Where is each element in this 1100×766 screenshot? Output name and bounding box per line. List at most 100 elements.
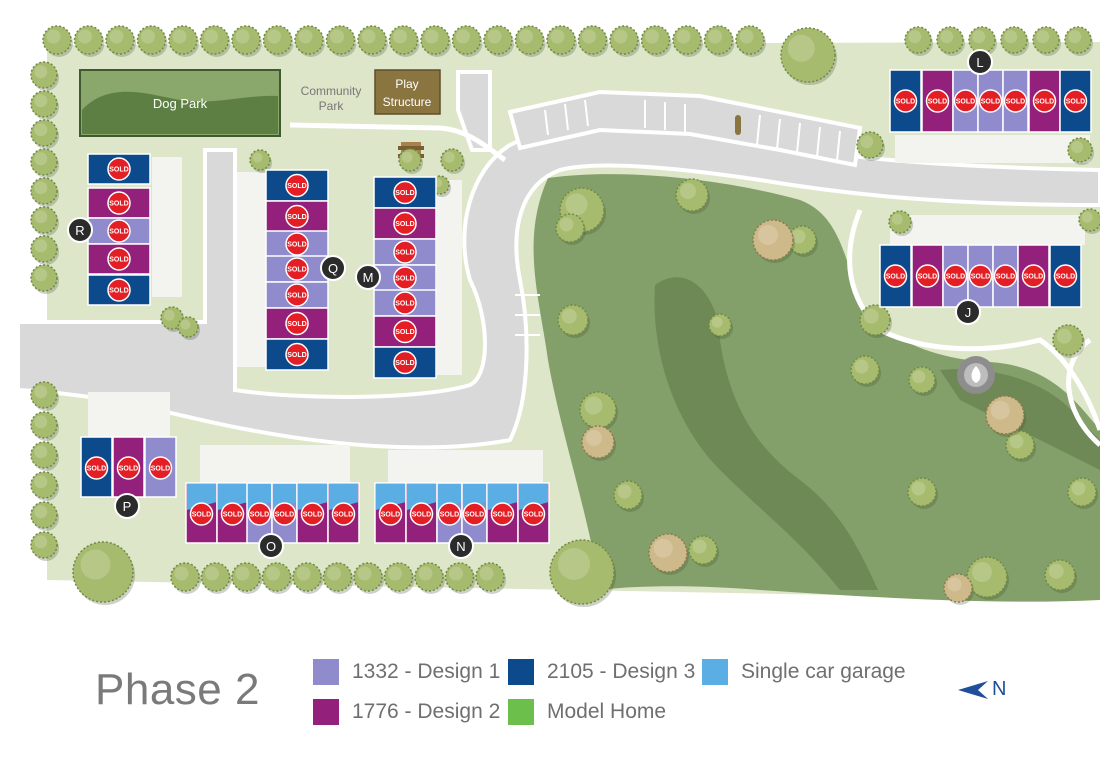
legend-label-design2: 1776 - Design 2 xyxy=(352,700,501,723)
tree-icon xyxy=(735,25,766,57)
home-unit[interactable]: SOLD xyxy=(967,244,994,308)
tree-icon xyxy=(581,425,616,461)
sold-badge: SOLD xyxy=(437,502,462,526)
home-unit[interactable]: SOLD xyxy=(486,482,519,544)
home-unit[interactable]: SOLD xyxy=(1049,244,1082,308)
sold-badge: SOLD xyxy=(107,247,131,271)
home-unit[interactable]: SOLD xyxy=(461,482,488,544)
home-unit[interactable]: SOLD xyxy=(436,482,463,544)
home-unit[interactable]: SOLD xyxy=(373,238,437,266)
sold-label: SOLD xyxy=(395,301,414,308)
sold-label: SOLD xyxy=(287,352,306,359)
sold-badge: SOLD xyxy=(285,311,309,336)
legend-swatch-design2 xyxy=(313,699,339,725)
home-unit[interactable]: SOLD xyxy=(373,207,437,240)
play-structure-label-2: Structure xyxy=(383,95,432,109)
home-unit[interactable]: SOLD xyxy=(265,338,329,371)
home-unit[interactable]: SOLD xyxy=(1017,244,1050,308)
lot-marker-n: N xyxy=(448,533,474,559)
parking-stalls xyxy=(515,99,841,336)
tree-icon xyxy=(708,313,733,339)
sold-label: SOLD xyxy=(465,512,484,519)
home-unit[interactable]: SOLD xyxy=(87,274,151,306)
home-unit[interactable]: SOLD xyxy=(921,69,954,133)
home-unit[interactable]: SOLD xyxy=(517,482,550,544)
legend-item-design1: 1332 - Design 1 xyxy=(313,659,500,685)
home-unit[interactable]: SOLD xyxy=(879,244,912,308)
home-unit[interactable]: SOLD xyxy=(373,264,437,292)
home-unit[interactable]: SOLD xyxy=(87,243,151,275)
home-unit[interactable]: SOLD xyxy=(977,69,1004,133)
home-unit[interactable]: SOLD xyxy=(942,244,969,308)
home-unit[interactable]: SOLD xyxy=(373,289,437,317)
home-unit[interactable]: SOLD xyxy=(1002,69,1029,133)
home-unit[interactable]: SOLD xyxy=(144,436,177,498)
sold-label: SOLD xyxy=(192,512,211,519)
sold-label: SOLD xyxy=(287,214,306,221)
north-arrow-icon xyxy=(958,680,988,699)
legend-swatch-design1 xyxy=(313,659,339,685)
home-unit[interactable]: SOLD xyxy=(265,255,329,283)
lot-marker-label: M xyxy=(363,270,374,285)
sold-badge: SOLD xyxy=(116,456,141,480)
sold-label: SOLD xyxy=(395,190,414,197)
play-structure: Play Structure xyxy=(374,69,441,115)
home-unit[interactable]: SOLD xyxy=(952,69,979,133)
tree-icon xyxy=(451,25,483,57)
home-unit[interactable]: SOLD xyxy=(216,482,249,544)
home-unit[interactable]: SOLD xyxy=(889,69,922,133)
home-unit[interactable]: SOLD xyxy=(265,307,329,340)
home-unit[interactable]: SOLD xyxy=(373,176,437,209)
home-unit[interactable]: SOLD xyxy=(374,482,407,544)
tree-icon xyxy=(30,90,59,120)
sold-label: SOLD xyxy=(119,466,138,473)
greenspace-shade xyxy=(654,277,878,590)
sold-badge: SOLD xyxy=(915,264,940,288)
sold-badge: SOLD xyxy=(393,291,417,315)
tree-icon xyxy=(353,562,384,594)
lot-marker-label: N xyxy=(456,539,465,554)
tree-icon xyxy=(440,148,465,174)
tree-icon xyxy=(904,26,933,56)
tree-icon xyxy=(1078,208,1100,234)
home-unit[interactable]: SOLD xyxy=(373,315,437,348)
tree-icon xyxy=(30,264,59,294)
home-unit[interactable]: SOLD xyxy=(112,436,145,498)
tree-icon xyxy=(549,539,616,607)
lot-marker-l: L xyxy=(967,49,993,75)
sold-badge: SOLD xyxy=(300,502,325,526)
home-unit[interactable]: SOLD xyxy=(265,230,329,258)
home-unit[interactable]: SOLD xyxy=(1028,69,1061,133)
home-unit[interactable]: SOLD xyxy=(265,169,329,202)
legend-swatch-model-home xyxy=(508,699,534,725)
home-unit[interactable]: SOLD xyxy=(911,244,944,308)
home-unit[interactable]: SOLD xyxy=(296,482,329,544)
home-unit[interactable]: SOLD xyxy=(185,482,218,544)
site-map: Dog Park Community Park Play Structure S… xyxy=(16,25,1100,607)
home-unit[interactable]: SOLD xyxy=(265,200,329,233)
tree-icon xyxy=(30,119,59,149)
home-unit[interactable]: SOLD xyxy=(80,436,113,498)
community-park-label-2: Park xyxy=(319,99,345,113)
trees xyxy=(30,25,1100,607)
sold-badge: SOLD xyxy=(393,211,417,236)
home-unit[interactable]: SOLD xyxy=(87,217,151,245)
sold-label: SOLD xyxy=(440,512,459,519)
sold-label: SOLD xyxy=(109,201,128,208)
home-unit[interactable]: SOLD xyxy=(1059,69,1092,133)
home-unit[interactable]: SOLD xyxy=(87,153,151,185)
legend-label-design1: 1332 - Design 1 xyxy=(352,660,501,683)
sold-label: SOLD xyxy=(412,512,431,519)
home-unit[interactable]: SOLD xyxy=(992,244,1019,308)
home-unit[interactable]: SOLD xyxy=(373,346,437,379)
home-unit[interactable]: SOLD xyxy=(87,187,151,219)
lot-marker-o: O xyxy=(258,533,284,559)
home-unit[interactable]: SOLD xyxy=(265,281,329,309)
home-unit[interactable]: SOLD xyxy=(246,482,273,544)
home-unit[interactable]: SOLD xyxy=(405,482,438,544)
sold-label: SOLD xyxy=(395,329,414,336)
tree-icon xyxy=(292,562,323,594)
home-unit[interactable]: SOLD xyxy=(327,482,360,544)
tree-icon xyxy=(1044,559,1077,593)
sold-badge: SOLD xyxy=(925,89,950,113)
